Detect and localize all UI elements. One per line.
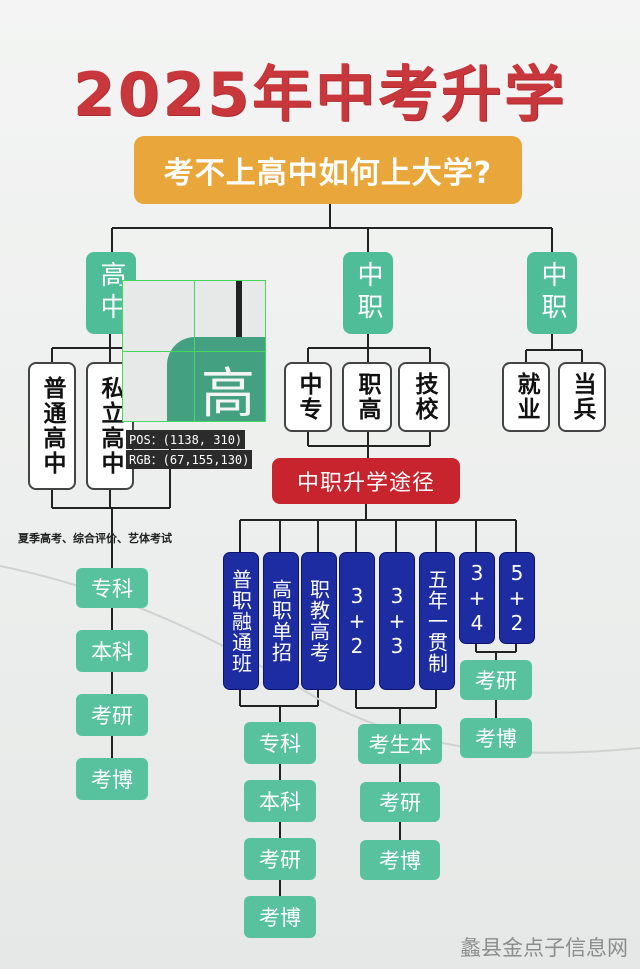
route-box: 3+3 (379, 552, 415, 690)
group1-path-item: 本科 (244, 780, 316, 822)
magnified-char: 高 (201, 362, 255, 422)
group1-path-item: 考研 (244, 838, 316, 880)
magnified-line (236, 281, 242, 337)
magnifier-loupe: 高 (122, 280, 266, 422)
branch-vocational-1: 中职 (343, 252, 393, 334)
route-box: 职教高考 (301, 552, 337, 690)
left-path-item: 专科 (76, 568, 148, 608)
group2-path-item: 考生本 (358, 724, 442, 764)
type-secondary-specialized: 中专 (284, 362, 332, 432)
group2-path-item: 考博 (360, 840, 440, 880)
question-banner: 考不上高中如何上大学? (134, 136, 522, 204)
route-box: 高职单招 (263, 552, 299, 690)
route-box: 5+2 (499, 552, 535, 644)
type-technical-school: 技校 (398, 362, 450, 432)
group3-path-item: 考博 (460, 718, 532, 758)
left-path-item: 本科 (76, 630, 148, 672)
group3-path-item: 考研 (460, 660, 532, 700)
left-path-item: 考博 (76, 758, 148, 800)
poster-title: 2025年中考升学 (73, 60, 567, 130)
watermark: 蠡县金点子信息网 (460, 936, 628, 960)
left-path-item: 考研 (76, 694, 148, 736)
route-box: 五年一贯制 (419, 552, 455, 690)
branch-vocational-2: 中职 (527, 252, 577, 334)
exam-note: 夏季高考、综合评价、艺体考试 (18, 532, 172, 545)
option-military: 当兵 (558, 362, 606, 432)
group1-path-item: 考博 (244, 896, 316, 938)
group1-path-item: 专科 (244, 722, 316, 764)
group2-path-item: 考研 (360, 782, 440, 822)
type-vocational-high: 职高 (342, 362, 392, 432)
type-regular-high-school: 普通高中 (28, 362, 76, 490)
route-box: 3+2 (339, 552, 375, 690)
vocational-path-title: 中职升学途径 (272, 458, 460, 504)
route-box: 普职融通班 (223, 552, 259, 690)
picker-position-readout: POS：(1138, 310) (126, 430, 246, 449)
option-employment: 就业 (502, 362, 550, 432)
branch-high-school: 高中 (86, 252, 136, 334)
crosshair-horizontal (123, 351, 265, 352)
picker-rgb-readout: RGB：(67,155,130) (126, 450, 253, 469)
route-box: 3+4 (459, 552, 495, 644)
